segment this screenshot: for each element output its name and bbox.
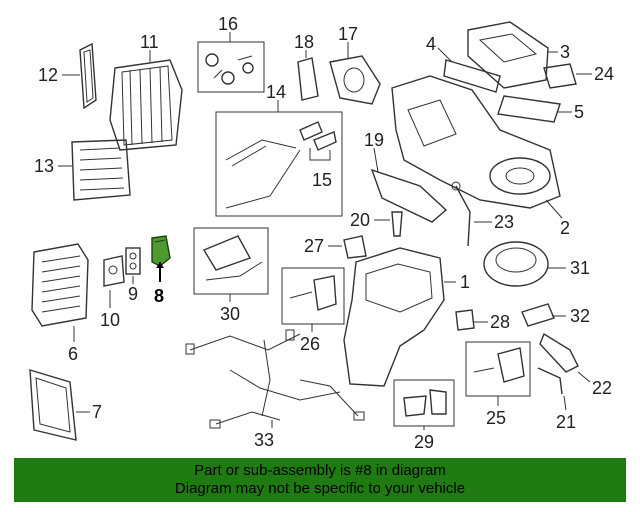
part-27[interactable]	[328, 235, 367, 259]
part-5[interactable]	[497, 95, 572, 123]
part-17[interactable]	[329, 42, 381, 105]
callout-25: 25	[486, 408, 506, 428]
callout-19: 19	[364, 130, 384, 150]
callout-5: 5	[574, 102, 584, 122]
callout-9: 9	[128, 284, 138, 304]
part-21[interactable]	[537, 367, 567, 411]
callout-13: 13	[34, 156, 54, 176]
part-28[interactable]	[455, 309, 488, 331]
callout-12: 12	[38, 65, 58, 85]
part-32[interactable]	[521, 303, 566, 327]
part-4[interactable]	[437, 47, 501, 93]
part-30[interactable]	[193, 227, 269, 302]
part-6[interactable]	[31, 243, 89, 342]
part-22[interactable]	[539, 332, 591, 383]
callout-30: 30	[220, 304, 240, 324]
callout-6: 6	[68, 344, 78, 364]
callout-31: 31	[570, 258, 590, 278]
part-12[interactable]	[62, 42, 97, 110]
callout-21: 21	[556, 412, 576, 432]
callout-32: 32	[570, 306, 590, 326]
part-16[interactable]	[197, 32, 265, 93]
callout-27: 27	[304, 236, 324, 256]
part-25[interactable]	[465, 341, 531, 406]
part-7[interactable]	[29, 369, 90, 441]
callout-11: 11	[140, 32, 159, 52]
part-26[interactable]	[281, 267, 345, 332]
part-24[interactable]	[543, 63, 592, 89]
callout-18: 18	[294, 32, 314, 52]
callout-23: 23	[494, 212, 514, 232]
part-14[interactable]	[215, 100, 343, 217]
callout-10: 10	[100, 310, 120, 330]
callout-7: 7	[92, 402, 102, 422]
callout-3: 3	[560, 42, 570, 62]
part-2[interactable]	[545, 199, 563, 219]
info-banner-line-2: Diagram may not be specific to your vehi…	[174, 480, 466, 497]
callout-labels: 1 2 3 4 5 6 7 8 9 10 11 12 13 14 15 16 1…	[34, 14, 614, 452]
part-3[interactable]	[467, 21, 558, 89]
callout-15: 15	[312, 170, 332, 190]
part-9[interactable]	[125, 247, 141, 284]
part-18[interactable]	[297, 50, 319, 101]
part-19[interactable]	[370, 147, 448, 223]
callout-24: 24	[594, 64, 614, 84]
callout-2: 2	[560, 218, 570, 238]
callout-17: 17	[338, 24, 358, 44]
part-11[interactable]	[109, 50, 183, 151]
part-1[interactable]	[343, 247, 456, 387]
callout-29: 29	[414, 432, 434, 452]
part-29[interactable]	[393, 379, 455, 430]
callout-8: 8	[154, 286, 164, 306]
callout-26: 26	[300, 334, 320, 354]
info-banner-line-1: Part or sub-assembly is #8 in diagram	[194, 462, 446, 479]
callout-33: 33	[254, 430, 274, 450]
part-13[interactable]	[58, 139, 131, 201]
callout-16: 16	[218, 14, 238, 34]
info-banner: Part or sub-assembly is #8 in diagram Di…	[14, 458, 626, 502]
part-23[interactable]	[451, 181, 492, 247]
part-20[interactable]	[374, 211, 403, 237]
hvac-housing-upper[interactable]	[391, 75, 561, 209]
part-33[interactable]	[185, 329, 365, 429]
callout-1: 1	[460, 272, 470, 292]
callout-14: 14	[266, 82, 286, 102]
part-8[interactable]	[151, 235, 171, 282]
callout-28: 28	[490, 312, 510, 332]
callout-4: 4	[426, 34, 436, 54]
parts-diagram: 1 2 3 4 5 6 7 8 9 10 11 12 13 14 15 16 1…	[29, 14, 614, 452]
callout-20: 20	[350, 210, 370, 230]
part-31[interactable]	[483, 241, 566, 287]
part-10[interactable]	[103, 255, 125, 308]
part-15[interactable]	[299, 121, 337, 161]
callout-22: 22	[592, 378, 612, 398]
